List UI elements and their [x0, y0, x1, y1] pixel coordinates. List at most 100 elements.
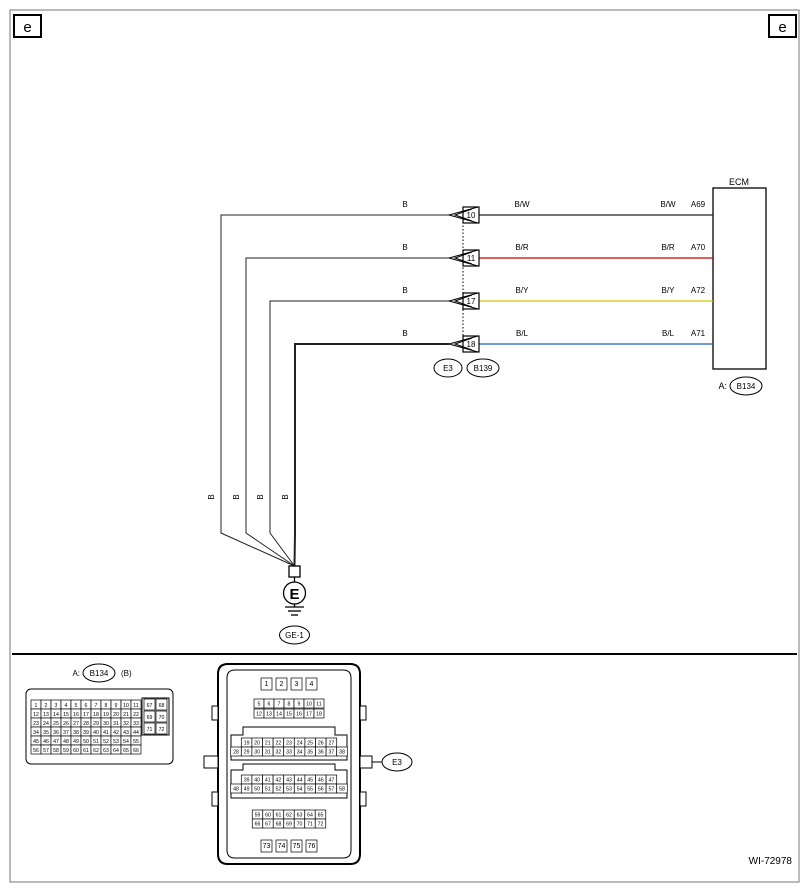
- e3-pin: 6: [263, 698, 275, 709]
- legend-pin: 27: [70, 717, 82, 728]
- legend-pin: 52: [100, 735, 112, 746]
- legend-pin: 39: [80, 726, 92, 737]
- e3-pin-number: 24: [297, 741, 303, 747]
- legend-pin: 26: [60, 717, 72, 728]
- e3-pin-number: 41: [265, 778, 271, 784]
- e3-pin: 37: [325, 746, 338, 757]
- pin-arrow: [447, 292, 479, 310]
- e3-pin-number: 14: [276, 712, 282, 718]
- legend-pin: 62: [90, 744, 102, 755]
- corner-mark-right-label: e: [778, 19, 786, 36]
- ecm-connector-ellipse: [729, 376, 763, 396]
- e3-pin: 32: [272, 746, 285, 757]
- legend-pin: 9: [110, 699, 122, 710]
- e3-pin: 30: [251, 746, 263, 757]
- legend-pin-number: 9: [115, 703, 118, 709]
- e3-pin: 12: [253, 708, 265, 719]
- legend-pin: 6: [80, 699, 92, 710]
- e3-pin-number: 4: [310, 681, 314, 688]
- e3-pin-number: 9: [298, 702, 301, 708]
- e3-pin: 43: [283, 774, 295, 785]
- legend-pin: 1: [30, 699, 42, 710]
- e3-pin-number: 37: [329, 750, 335, 756]
- e3-pin-number: 46: [318, 778, 324, 784]
- e3-pin-number: 68: [276, 822, 282, 828]
- e3-pin-number: 31: [265, 750, 271, 756]
- legend-pin-number: 67: [147, 703, 153, 709]
- inline-pin-number: 10: [467, 211, 476, 220]
- ground-wire: [293, 343, 449, 567]
- legend-pin-number: 61: [83, 748, 89, 754]
- corner-mark-right: e: [768, 14, 797, 38]
- e3-pin: 15: [283, 708, 295, 719]
- ground-terminal: [288, 565, 301, 578]
- e3-pin: 21: [262, 737, 274, 748]
- e3-pin: 64: [304, 809, 316, 820]
- e3-pin: 75: [290, 839, 303, 853]
- legend-pin-number: 45: [33, 739, 39, 745]
- e3-pin-number: 6: [268, 702, 271, 708]
- e3-pin: 56: [315, 783, 327, 794]
- legend-pin-number: 4: [65, 703, 68, 709]
- e3-pin-number: 64: [307, 813, 313, 819]
- legend-pin: 41: [100, 726, 112, 737]
- legend-pin-number: 41: [103, 730, 109, 736]
- e3-pin-number: 65: [318, 813, 324, 819]
- legend-pin-number: 13: [43, 712, 49, 718]
- legend-pin: 15: [60, 708, 72, 719]
- pin-arrow: [447, 335, 479, 353]
- legend-pin: 53: [110, 735, 122, 746]
- legend-pin: 12: [30, 708, 42, 719]
- ecm-connector-prefix: A:: [718, 381, 727, 391]
- ground-symbol: E: [282, 565, 307, 616]
- legend-pin: 28: [80, 717, 92, 728]
- e3-pin: 52: [272, 783, 285, 794]
- e3-pin: 8: [283, 698, 295, 709]
- e3-pin: 26: [315, 737, 327, 748]
- e3-pin-number: 1: [265, 681, 269, 688]
- e3-pin-number: 62: [286, 813, 292, 819]
- legend-connector-id: B134: [90, 669, 109, 678]
- legend-pin-number: 59: [63, 748, 69, 754]
- e3-pin-number: 73: [263, 843, 271, 850]
- ground-wire: [220, 214, 449, 567]
- e3-pin-number: 69: [286, 822, 292, 828]
- wire-color-mid: B/L: [516, 329, 529, 338]
- e3-pin: 39: [240, 774, 253, 785]
- ecm-connector-id: B134: [737, 382, 756, 391]
- legend-pin: 13: [40, 708, 52, 719]
- e3-pin: 53: [283, 783, 295, 794]
- legend-pin: 19: [100, 708, 112, 719]
- e3-pin-number: 5: [258, 702, 261, 708]
- legend-pin-number: 32: [123, 721, 129, 727]
- legend-pin-number: 71: [147, 727, 153, 733]
- legend-pin: 20: [110, 708, 122, 719]
- legend-pin-number: 46: [43, 739, 49, 745]
- e3-pin: 44: [293, 774, 306, 785]
- e3-pin-number: 25: [307, 741, 313, 747]
- e3-pin-number: 58: [339, 787, 345, 793]
- legend-pin-number: 11: [133, 703, 138, 709]
- e3-pin: 13: [263, 708, 275, 719]
- e3-pin-number: 32: [276, 750, 282, 756]
- e3-pin-number: 66: [255, 822, 261, 828]
- e3-pin: 7: [273, 698, 285, 709]
- e3-pin-number: 74: [278, 843, 286, 850]
- legend-pin: 42: [110, 726, 122, 737]
- e3-pin-number: 23: [286, 741, 292, 747]
- e3-pin-number: 19: [244, 741, 250, 747]
- legend-pin-number: 2: [45, 703, 48, 709]
- e3-pin-number: 16: [296, 712, 302, 718]
- e3-pin-number: 53: [286, 787, 292, 793]
- wire-color-right: B/W: [660, 200, 676, 209]
- legend-pin-number: 33: [133, 721, 139, 727]
- legend-pin-number: 47: [53, 739, 59, 745]
- e3-pin: 5: [253, 698, 265, 709]
- ecm-title: ECM: [729, 177, 749, 187]
- e3-pin-number: 34: [297, 750, 303, 756]
- e3-pin: 20: [251, 737, 263, 748]
- ecm-box: [712, 187, 767, 370]
- legend-pin-number: 36: [53, 730, 59, 736]
- legend-pin: 23: [30, 717, 42, 728]
